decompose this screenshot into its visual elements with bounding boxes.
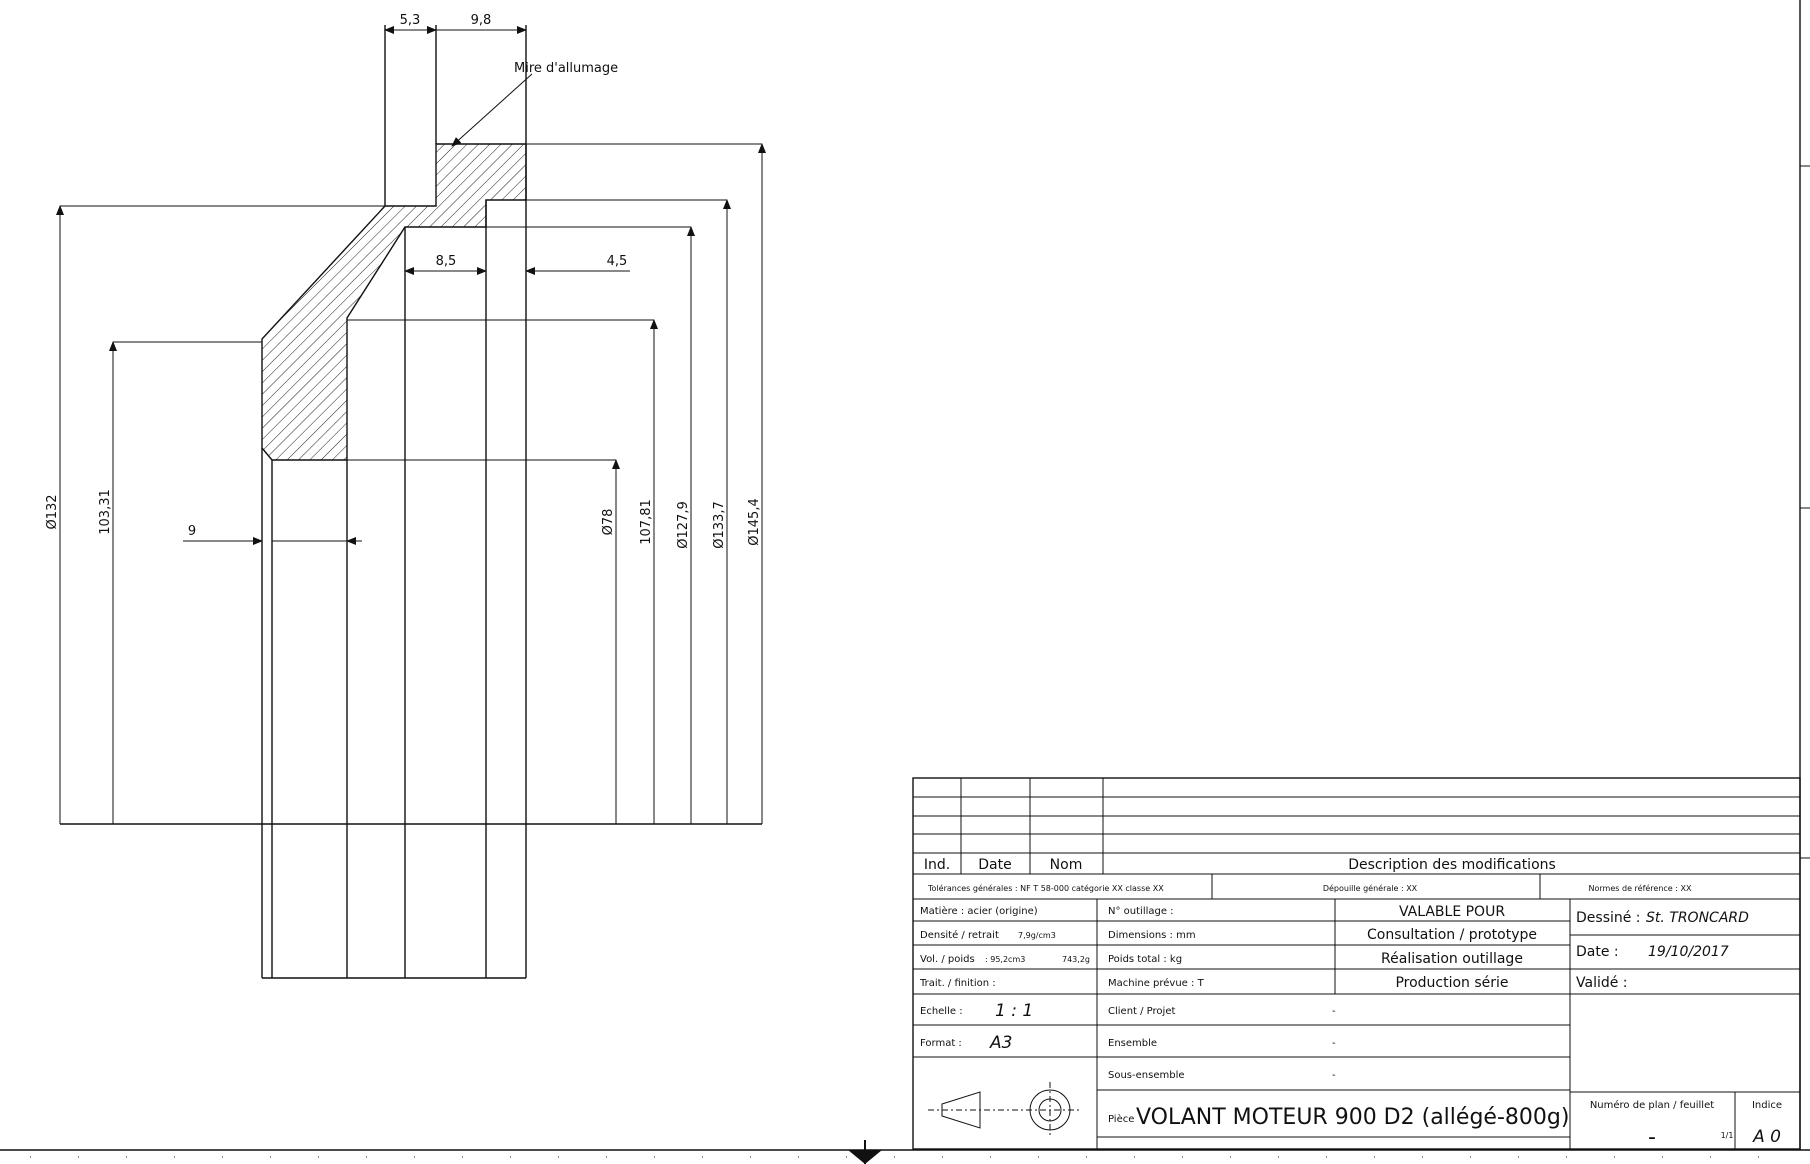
format-label: Format : — [920, 1038, 962, 1049]
format-value: A3 — [989, 1033, 1012, 1053]
dim-5-3: 5,3 — [400, 13, 421, 28]
realisation-text: Réalisation outillage — [1381, 951, 1523, 967]
dim-8-5: 8,5 — [436, 254, 457, 269]
consultation-text: Consultation / prototype — [1367, 927, 1537, 943]
dessine-label: Dessiné : — [1576, 910, 1641, 926]
poids-value: 743,2g — [1062, 955, 1090, 964]
echelle-label: Echelle : — [920, 1006, 963, 1017]
dim-107-81: 107,81 — [639, 499, 654, 545]
indice-value: A 0 — [1752, 1127, 1781, 1147]
dim-dia-145-4: Ø145,4 — [747, 498, 762, 545]
indice-label: Indice — [1752, 1100, 1782, 1111]
dim-9: 9 — [188, 524, 196, 539]
date-value: 19/10/2017 — [1648, 944, 1729, 960]
client-label: Client / Projet — [1108, 1006, 1175, 1017]
part-profile — [60, 25, 762, 979]
dim-dia-133-7: Ø133,7 — [712, 501, 727, 548]
dim-4-5: 4,5 — [607, 254, 628, 269]
vol-label: Vol. / poids — [920, 954, 975, 965]
rev-header-description: Description des modifications — [1348, 857, 1556, 873]
valable-pour-text: VALABLE POUR — [1399, 904, 1505, 920]
dim-103-31: 103,31 — [98, 489, 113, 535]
outillage-text: N° outillage : — [1108, 906, 1174, 917]
dim-dia-78: Ø78 — [601, 509, 616, 536]
dim-9-8: 9,8 — [471, 13, 492, 28]
depouille-text: Dépouille générale : XX — [1323, 883, 1418, 893]
title-block — [912, 777, 1801, 1150]
trait-text: Trait. / finition : — [919, 978, 996, 989]
dessine-value: St. TRONCARD — [1646, 910, 1749, 926]
rev-header-nom: Nom — [1050, 857, 1083, 873]
densite-value: 7,9g/cm3 — [1018, 931, 1056, 940]
ensemble-value: - — [1332, 1038, 1336, 1049]
rev-header-ind: Ind. — [924, 857, 950, 873]
dim-dia-127-9: Ø127,9 — [676, 501, 691, 548]
rev-header-date: Date — [978, 857, 1011, 873]
sous-ensemble-value: - — [1332, 1070, 1336, 1081]
densite-label: Densité / retrait — [920, 929, 999, 941]
matiere-text: Matière : acier (origine) — [920, 905, 1038, 917]
date-label: Date : — [1576, 944, 1619, 960]
ensemble-label: Ensemble — [1108, 1038, 1157, 1049]
machine-text: Machine prévue : T — [1108, 977, 1205, 989]
dim-dia-132: Ø132 — [45, 494, 60, 529]
dimensions-text: Dimensions : mm — [1108, 930, 1196, 941]
poids-total-text: Poids total : kg — [1108, 954, 1182, 965]
piece-value: VOLANT MOTEUR 900 D2 (allégé-800g) — [1136, 1105, 1569, 1130]
feuillet-value: 1/1 — [1721, 1131, 1734, 1140]
normes-text: Normes de référence : XX — [1589, 883, 1692, 893]
vol-value: : 95,2cm3 — [985, 955, 1025, 964]
echelle-value: 1 : 1 — [995, 1001, 1033, 1021]
tolerances-text: Tolérances générales : NF T 58-000 catég… — [927, 883, 1164, 893]
sous-ensemble-label: Sous-ensemble — [1108, 1070, 1185, 1081]
piece-label: Pièce — [1108, 1113, 1134, 1125]
client-value: - — [1332, 1006, 1336, 1017]
numero-label: Numéro de plan / feuillet — [1590, 1099, 1714, 1111]
callout-mire: Mire d'allumage — [514, 61, 618, 76]
valide-label: Validé : — [1576, 975, 1628, 991]
projection-symbol-icon — [941, 1091, 981, 1129]
numero-value: - — [1648, 1125, 1656, 1150]
production-text: Production série — [1395, 975, 1508, 991]
dimension-lines — [56, 26, 766, 824]
